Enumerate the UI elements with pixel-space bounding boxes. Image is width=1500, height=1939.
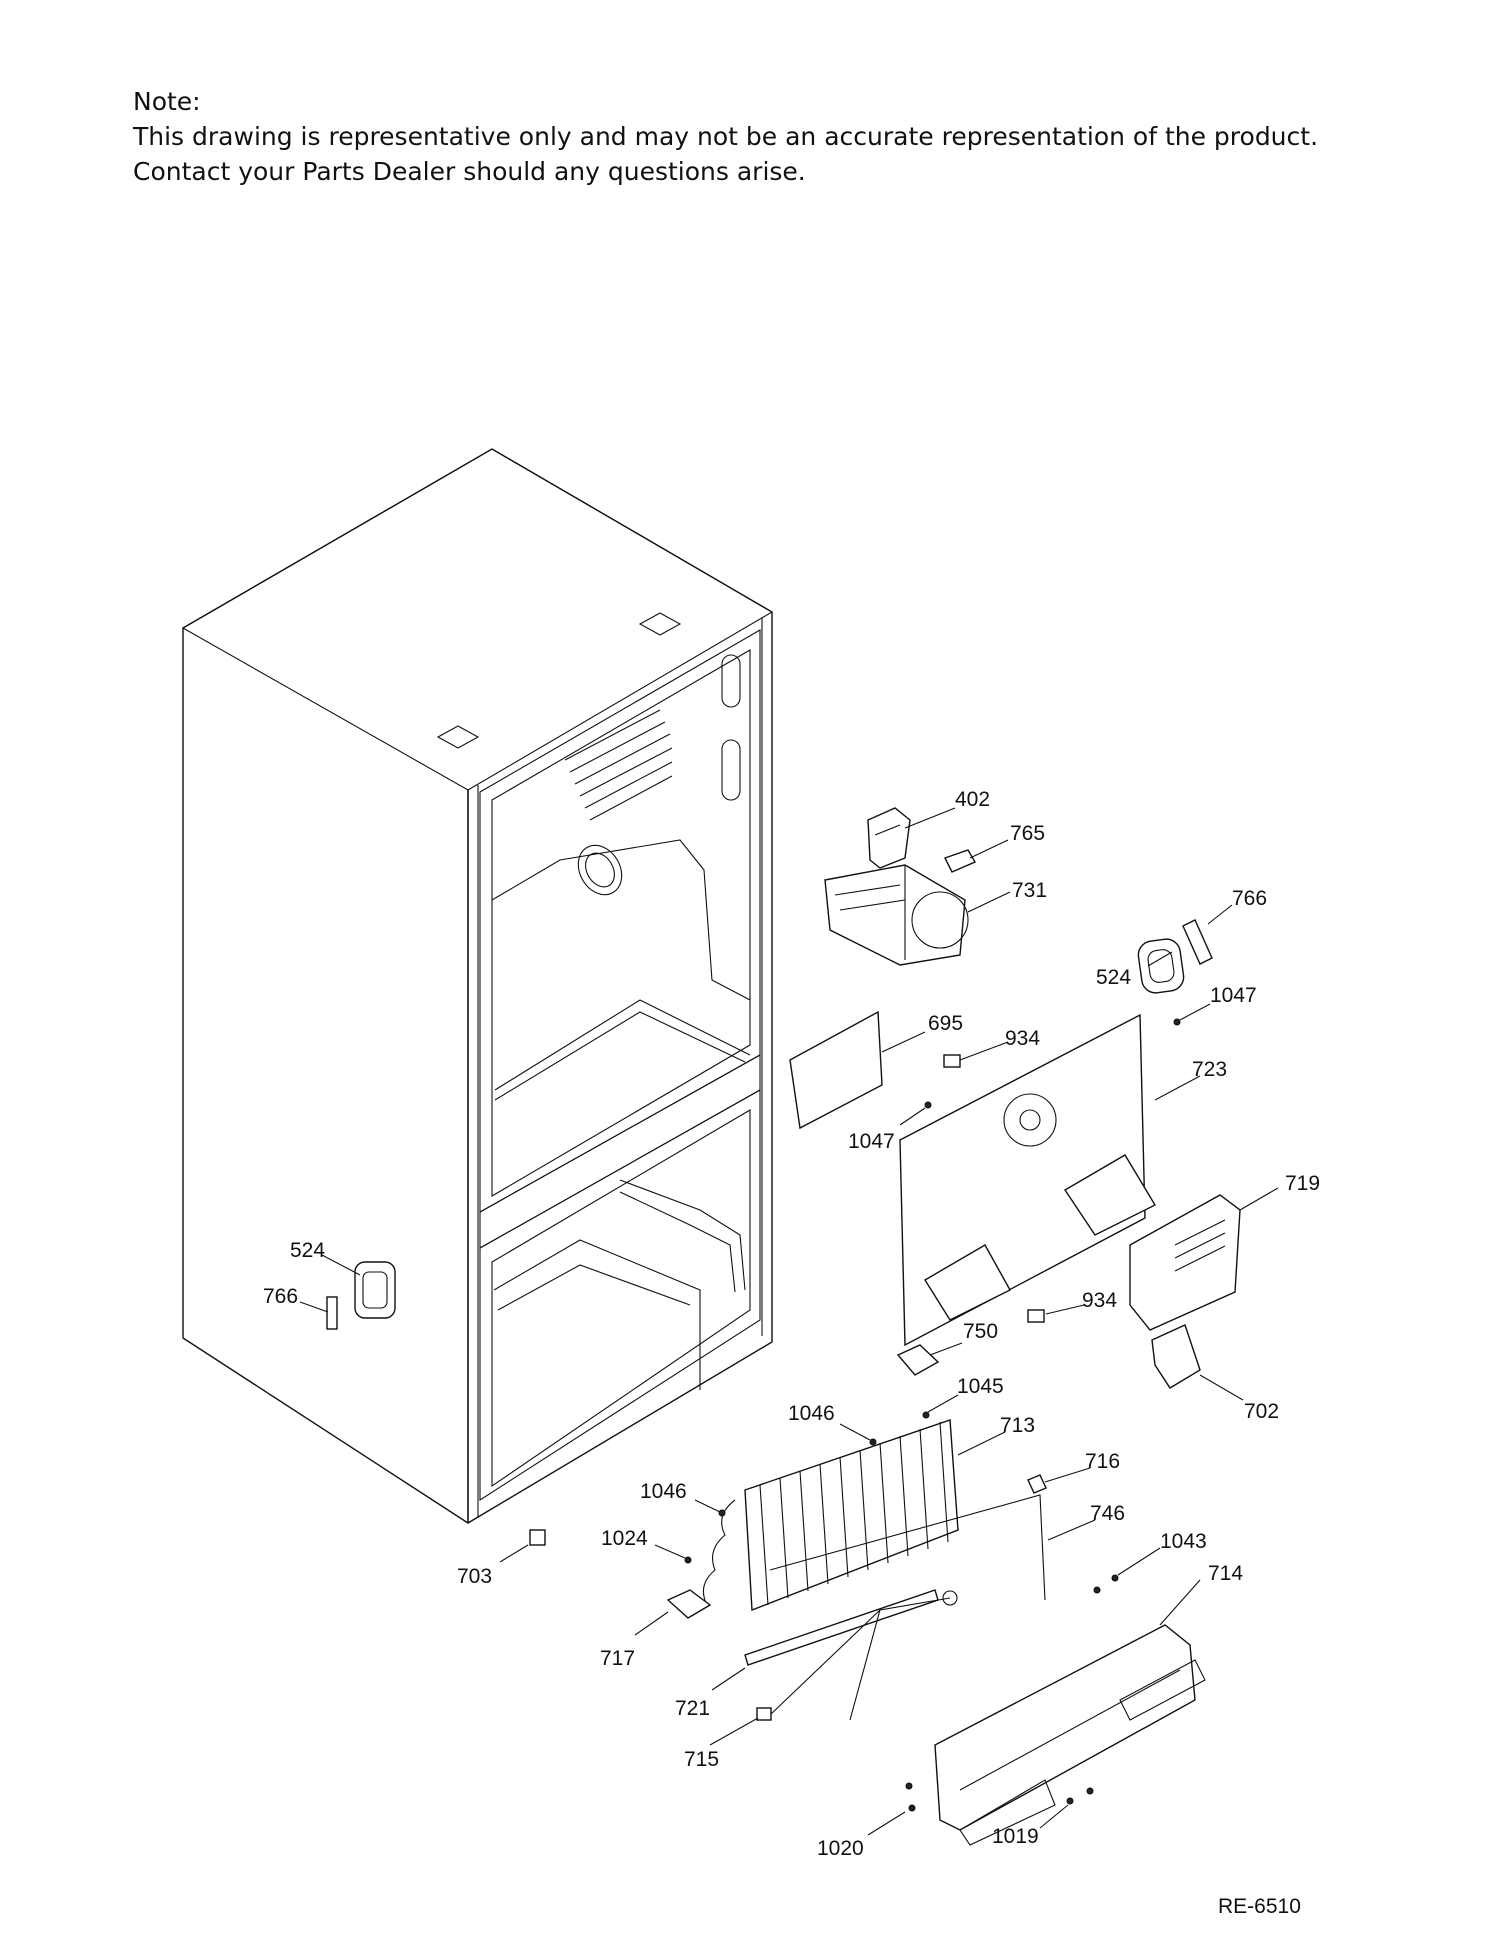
part-714-drain-pan bbox=[934, 1624, 1206, 1846]
part-746-tube bbox=[769, 1494, 1046, 1601]
callout-524-upper: 524 bbox=[1096, 966, 1131, 989]
part-717-block bbox=[666, 1589, 712, 1619]
callout-1045: 1045 bbox=[957, 1375, 1004, 1398]
callout-719: 719 bbox=[1285, 1172, 1320, 1195]
callout-750: 750 bbox=[963, 1320, 998, 1343]
callout-731: 731 bbox=[1012, 879, 1047, 902]
part-524-oval-frame bbox=[1137, 938, 1185, 994]
part-765-clip bbox=[944, 849, 977, 873]
part-702-damper bbox=[1151, 1324, 1201, 1389]
note-line-2: Contact your Parts Dealer should any que… bbox=[133, 157, 806, 186]
leader-lines bbox=[299, 807, 1279, 1836]
screws bbox=[684, 1018, 1181, 1812]
part-766-strip-lower bbox=[326, 1296, 338, 1330]
part-719-duct bbox=[1129, 1194, 1241, 1331]
note-heading: Note: bbox=[133, 87, 201, 116]
callout-716: 716 bbox=[1085, 1450, 1120, 1473]
part-716 bbox=[1027, 1474, 1047, 1494]
callout-746: 746 bbox=[1090, 1502, 1125, 1525]
callout-1043: 1043 bbox=[1160, 1530, 1207, 1553]
callout-1024: 1024 bbox=[601, 1527, 648, 1550]
part-750-block bbox=[896, 1344, 940, 1376]
callout-1046-upper: 1046 bbox=[788, 1402, 835, 1425]
part-731-ice-maker bbox=[824, 864, 969, 966]
callout-766-upper: 766 bbox=[1232, 887, 1267, 910]
cabinet-vent-slots bbox=[564, 709, 673, 821]
callout-703: 703 bbox=[457, 1565, 492, 1588]
callout-713: 713 bbox=[1000, 1414, 1035, 1437]
drawing-note: Note: This drawing is representative onl… bbox=[133, 84, 1318, 189]
callout-1019: 1019 bbox=[992, 1825, 1039, 1848]
callout-524-lower: 524 bbox=[290, 1239, 325, 1262]
callout-1047-lower: 1047 bbox=[848, 1130, 895, 1153]
callout-695: 695 bbox=[928, 1012, 963, 1035]
drawing-id: RE-6510 bbox=[1218, 1895, 1301, 1918]
callout-1047-upper: 1047 bbox=[1210, 984, 1257, 1007]
part-402-cup bbox=[867, 807, 911, 869]
callout-717: 717 bbox=[600, 1647, 635, 1670]
callout-1020: 1020 bbox=[817, 1837, 864, 1860]
note-line-1: This drawing is representative only and … bbox=[133, 122, 1319, 151]
callout-labels: 402 765 731 766 524 1047 695 934 723 104… bbox=[263, 788, 1320, 1860]
part-703 bbox=[529, 1529, 546, 1546]
part-713-evaporator bbox=[702, 1419, 959, 1612]
part-766-strip bbox=[1182, 919, 1213, 965]
callout-715: 715 bbox=[684, 1748, 719, 1771]
part-934-block-upper bbox=[943, 1054, 961, 1068]
part-715-heater bbox=[756, 1590, 958, 1721]
part-934-block-lower bbox=[1027, 1309, 1045, 1323]
callout-1046-lower: 1046 bbox=[640, 1480, 687, 1503]
callout-934-upper: 934 bbox=[1005, 1027, 1040, 1050]
callout-402: 402 bbox=[955, 788, 990, 811]
callout-766-lower: 766 bbox=[263, 1285, 298, 1308]
part-524-frame-lower bbox=[354, 1261, 396, 1319]
callout-723: 723 bbox=[1192, 1058, 1227, 1081]
callout-702: 702 bbox=[1244, 1400, 1279, 1423]
callout-934-lower: 934 bbox=[1082, 1289, 1117, 1312]
part-695-cover bbox=[789, 1010, 883, 1130]
part-723-evaporator-cover bbox=[899, 1013, 1156, 1347]
callout-714: 714 bbox=[1208, 1562, 1243, 1585]
refrigerator-cabinet bbox=[181, 448, 774, 1524]
callout-765: 765 bbox=[1010, 822, 1045, 845]
callout-721: 721 bbox=[675, 1697, 710, 1720]
